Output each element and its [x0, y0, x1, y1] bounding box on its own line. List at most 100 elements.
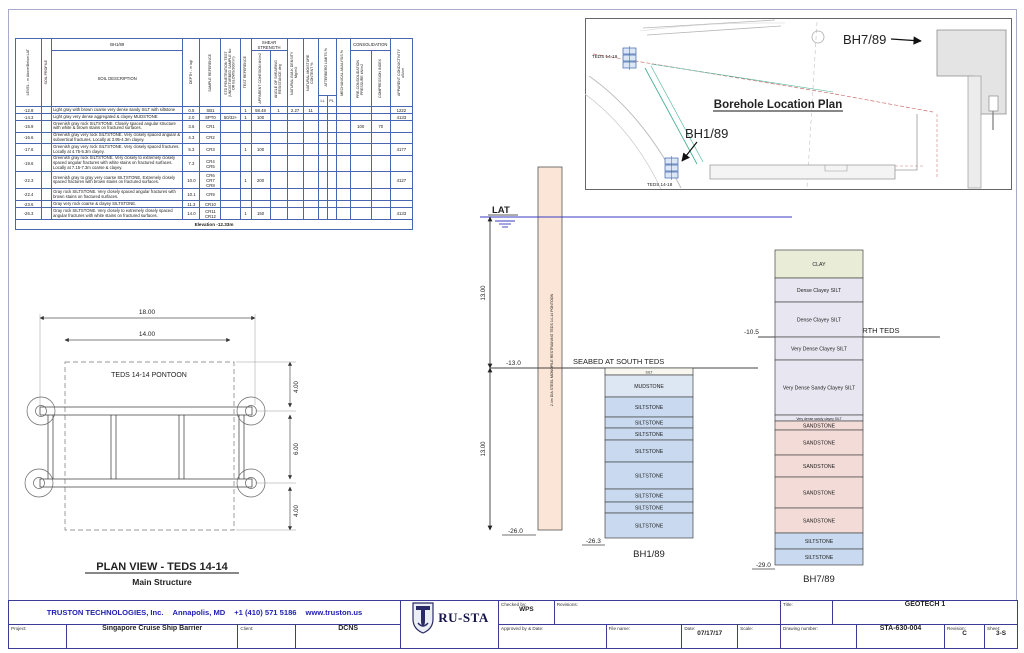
soil-layer-rect	[604, 461, 694, 490]
soil-layer-label: SILTSTONE	[635, 432, 664, 438]
dim-4-bottom-label: 4.00	[294, 505, 300, 517]
checked-by-value: WPS	[519, 606, 534, 613]
table-cell-spt	[220, 154, 241, 173]
table-cell-cond: 1222	[389, 106, 414, 114]
col-level: LEVEL - m Above/Below LAT	[14, 38, 43, 107]
borehole-location-plan: TEDS 14-19 TEDS 14-18 BH7/89 BH1/89 Bore…	[585, 18, 1012, 190]
bh7-arrow	[890, 36, 922, 45]
revision-label: Revision:	[947, 626, 966, 631]
table-cell-comp	[370, 171, 391, 190]
shoreline	[588, 75, 682, 189]
table-cell-test	[239, 120, 252, 133]
soil-layer-label: Very Dense Clayey SILT	[791, 347, 848, 353]
band-bh1-89: BH1/89	[51, 38, 184, 51]
file-name-label: File name:	[608, 626, 631, 631]
corner-rollers	[24, 396, 266, 498]
mooring-line-1	[644, 67, 698, 165]
soil-layer-label: SANDSTONE	[803, 519, 836, 525]
table-cell-moist	[302, 131, 319, 145]
bh1-bottom-level: -26.3	[586, 538, 601, 545]
table-cell-sample: SPT0	[199, 113, 222, 121]
title-block: TRUSTON TECHNOLOGIES, Inc. Annapolis, MD…	[8, 600, 1018, 649]
table-cell-precon	[349, 143, 372, 156]
quay-notch	[824, 165, 848, 172]
soil-layer-label: SILTSTONE	[635, 421, 664, 427]
table-cell-test: 1	[239, 171, 252, 190]
revisions-label: Revisions:	[556, 602, 578, 607]
table-cell-spt	[220, 106, 241, 114]
table-cell-mech	[335, 188, 351, 202]
red-alignment-line-2	[834, 93, 934, 113]
table-cell-level: -22.3	[14, 171, 43, 190]
col-spt: STD PENETRATION TEST (UNDISTURBED SAMPLE…	[220, 38, 241, 107]
table-cell-precon: 100	[349, 120, 372, 133]
plan-view-title: PLAN VIEW - TEDS 14-14	[96, 561, 228, 573]
table-cell-profile	[41, 120, 53, 133]
title-block-company-section: TRUSTON TECHNOLOGIES, Inc. Annapolis, MD…	[9, 601, 401, 648]
table-cell-depth: 3.6	[182, 120, 201, 133]
soil-layer-rect	[774, 301, 864, 338]
table-cell-desc: Light gray with brown coarse very dense …	[51, 106, 184, 114]
table-cell-dens	[286, 120, 304, 133]
col-compression-index: COMPRESSION INDEX	[370, 50, 391, 107]
pontoon-symbol-top	[622, 46, 637, 70]
soil-layer-rect	[774, 249, 864, 279]
table-cell-spt	[220, 200, 241, 209]
pontoon-symbol-bottom	[664, 156, 679, 180]
soil-layer-label: Very dense sandy clayey SILT	[796, 417, 841, 421]
table-cell-coh	[250, 200, 271, 209]
company-location: Annapolis, MD	[172, 608, 226, 617]
pontoon-outline	[64, 361, 235, 531]
soil-layer-label: SILTSTONE	[635, 494, 664, 500]
table-cell-coh: 150	[250, 207, 271, 221]
table-cell-precon	[349, 106, 372, 114]
band-consolidation: CONSOLIDATION	[349, 38, 391, 51]
table-cell-ang	[269, 207, 288, 221]
table-cell-pl	[326, 154, 337, 173]
plan-view-subtitle: Main Structure	[132, 577, 192, 587]
table-cell-precon	[349, 200, 372, 209]
table-cell-cond	[389, 154, 414, 173]
band-shear-strength: SHEAR STRENGTH	[250, 38, 288, 51]
soil-layer-label: Dense Clayey SILT	[797, 288, 842, 294]
company-web[interactable]: www.truston.us	[305, 608, 363, 617]
table-cell-moist	[302, 120, 319, 133]
soil-layer-label: CLAY	[812, 262, 826, 268]
table-cell-ang	[269, 131, 288, 145]
soil-layer-label: SANDSTONE	[803, 441, 836, 447]
table-cell-dens	[286, 143, 304, 156]
bh1-label: BH1/89	[633, 549, 665, 560]
seabed-south-label: SEABED AT SOUTH TEDS	[573, 357, 664, 366]
company-phone: +1 (410) 571 5186	[234, 608, 297, 617]
plan-view-drawing: 18.00 14.00 TEDS 14-14 PONTOON 4.00 6.00…	[24, 309, 300, 587]
monopile	[537, 166, 563, 531]
soil-layer-rect	[774, 429, 864, 456]
soil-layer-label: SILTSTONE	[635, 449, 664, 455]
bh7-label: BH7/89	[803, 574, 835, 585]
table-cell-spt: 50/32+	[220, 113, 241, 121]
table-cell-test: 1	[239, 106, 252, 114]
dim-upper-label: 13.00	[481, 285, 487, 301]
table-cell-ang	[269, 171, 288, 190]
table-cell-ang	[269, 113, 288, 121]
table-cell-precon	[349, 188, 372, 202]
table-cell-spt	[220, 131, 241, 145]
table-cell-desc: Gray rock SILTSTONE. Very closely spaced…	[51, 188, 184, 202]
table-cell-test	[239, 131, 252, 145]
col-preconsolidation: PRE-CONSOLIDATION PRESSURE kN/m2	[349, 50, 372, 107]
drawing-info-section: Title: GEOTECH 1 Drawing number: STA-630…	[781, 601, 1017, 648]
table-cell-desc: Greenish gray very rock SILTSTONE. Very …	[51, 143, 184, 156]
table-cell-coh: 100	[250, 113, 271, 121]
table-cell-ang: 1	[269, 106, 288, 114]
col-test-ref: TEST REFERENCE	[239, 38, 252, 107]
table-cell-desc: Light gray very dense aggregated & claye…	[51, 113, 184, 121]
teds-bottom-label: TEDS 14-18	[647, 182, 673, 187]
table-cell-comp	[370, 207, 391, 221]
table-cell-sample: SB1	[199, 106, 222, 114]
